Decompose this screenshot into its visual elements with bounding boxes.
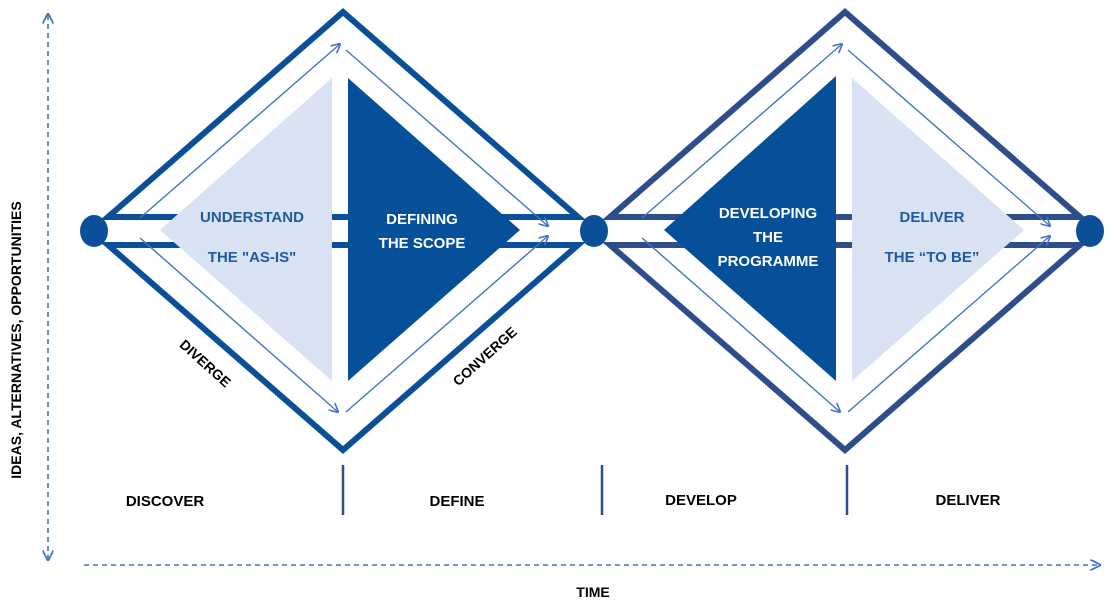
- diamond-discover-define: UNDERSTAND THE "AS-IS" DEFINING THE SCOP…: [99, 8, 587, 454]
- developing-line-2: THE: [753, 229, 783, 246]
- arrow-deliver-top: [847, 49, 1050, 226]
- defining-line-1: DEFINING: [386, 211, 458, 228]
- middle-node: [580, 215, 608, 247]
- arrow-diverge-up: [139, 44, 340, 219]
- start-node: [80, 215, 108, 247]
- deliver-line-1: DELIVER: [899, 209, 964, 226]
- arrow-converge-top: [345, 49, 548, 226]
- diamond-2-outline: [601, 8, 1089, 220]
- arrow-develop-up: [641, 44, 842, 219]
- develop-triangle: [664, 76, 836, 381]
- phase-develop: DEVELOP: [665, 492, 737, 509]
- developing-line-1: DEVELOPING: [719, 205, 817, 222]
- defining-line-2: THE SCOPE: [379, 235, 466, 252]
- phase-discover: DISCOVER: [126, 493, 205, 510]
- arrow-deliver-bottom: [847, 236, 1050, 413]
- y-axis-label: IDEAS, ALTERNATIVES, OPPORTUNITIES: [8, 201, 24, 478]
- x-axis-label: TIME: [576, 584, 609, 600]
- converge-label: CONVERGE: [450, 324, 520, 390]
- deliver-line-2: THE “TO BE”: [885, 249, 980, 266]
- diamond-1-outline: [99, 8, 587, 220]
- diamond-1-outline-bottom: [99, 242, 587, 454]
- discover-triangle: [160, 78, 332, 381]
- arrow-develop-down: [641, 237, 840, 412]
- define-triangle: [348, 78, 520, 381]
- diamond-develop-deliver: DEVELOPING THE PROGRAMME DELIVER THE “TO…: [601, 8, 1089, 454]
- phase-define: DEFINE: [429, 493, 484, 510]
- deliver-triangle: [852, 78, 1024, 381]
- understand-line-2: THE "AS-IS": [208, 249, 296, 266]
- arrow-diverge-down: [139, 237, 338, 412]
- arrow-converge-bottom: [345, 236, 548, 413]
- diamond-2-outline-bottom: [601, 242, 1089, 454]
- developing-line-3: PROGRAMME: [718, 253, 819, 270]
- end-node: [1076, 215, 1104, 247]
- phase-deliver: DELIVER: [935, 492, 1000, 509]
- understand-line-1: UNDERSTAND: [200, 209, 304, 226]
